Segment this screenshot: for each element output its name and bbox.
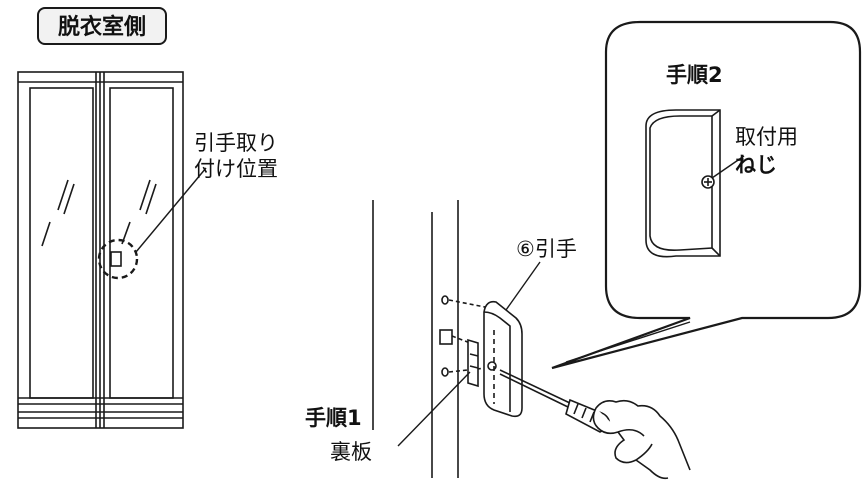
step2-label: 手順2 [666, 63, 723, 87]
back-plate-label: 裏板 [330, 440, 372, 464]
double-door [17, 71, 184, 429]
frame-section [372, 200, 491, 478]
screw-hole-upper [441, 295, 449, 305]
handle-detail [645, 109, 721, 258]
side-badge-box [37, 7, 167, 45]
hand [592, 399, 691, 480]
handle-position-label-2: 付け位置 [194, 157, 278, 181]
handle-part-label: ⑥引手 [516, 237, 577, 261]
door-right-panel [109, 87, 174, 399]
side-badge-label: 脱衣室側 [58, 14, 146, 40]
handle-part-leader [505, 261, 541, 311]
handle-position-leader [135, 167, 207, 253]
back-plate-opening [439, 329, 453, 345]
screw-leader [711, 155, 745, 179]
screw-label-2: ねじ [735, 153, 777, 177]
glass-glare [57, 179, 69, 211]
handle-body [483, 300, 523, 418]
screw-hole-lower [441, 367, 449, 377]
handle-detail-outer [645, 109, 721, 258]
handle-mark [110, 251, 122, 267]
handle-position-label-1: 引手取り [194, 131, 278, 155]
door-left-panel [29, 87, 94, 399]
callout-pointer-inner [565, 321, 691, 363]
side-badge: 脱衣室側 [37, 7, 167, 45]
back-plate [467, 338, 479, 388]
back-plate-leader [397, 371, 471, 447]
handle-part [483, 300, 523, 418]
step1-label: 手順1 [305, 406, 362, 430]
handle-position-circle [97, 238, 139, 280]
screw-label-1: 取付用 [735, 125, 798, 149]
